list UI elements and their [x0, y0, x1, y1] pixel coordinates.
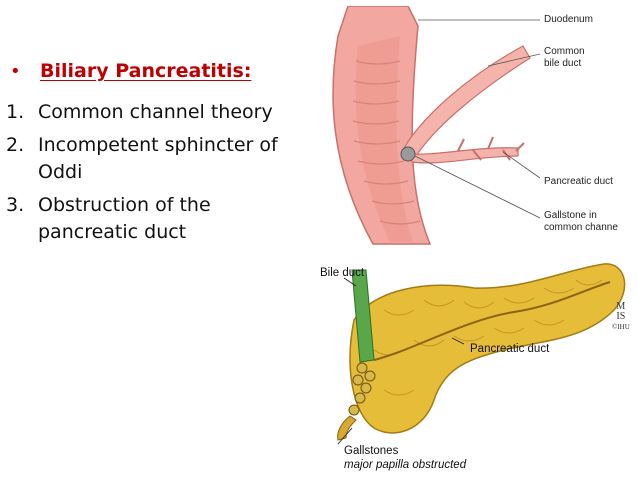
list-number: 2.	[6, 134, 25, 156]
label-duodenum: Duodenum	[544, 14, 593, 25]
list-text: Incompetent sphincter of Oddi	[38, 134, 278, 183]
leader-lines	[337, 277, 465, 445]
bile-duct-shape	[351, 269, 375, 363]
gallstone-shape	[400, 146, 416, 162]
list-item: 2. Incompetent sphincter of Oddi	[6, 132, 306, 186]
list-item: 1. Common channel theory	[6, 99, 306, 126]
slide-heading: Biliary Pancreatitis:	[40, 60, 252, 82]
pancreatic-duct-branches	[457, 136, 525, 161]
heading-row: • Biliary Pancreatitis:	[6, 58, 306, 85]
label-pancreatic-duct: Pancreatic duct	[544, 176, 613, 187]
label-pancreatic-duct: Pancreatic duct	[470, 343, 550, 355]
list-item: 3. Obstruction of the pancreatic duct	[6, 192, 306, 246]
list-number: 3.	[6, 194, 25, 216]
logo-line: M	[616, 301, 626, 312]
label-common-bile-duct-2: bile duct	[544, 58, 582, 69]
label-bile-duct: Bile duct	[320, 267, 365, 279]
common-bile-duct-shape	[403, 45, 531, 157]
list-text: Obstruction of the pancreatic duct	[38, 194, 211, 243]
label-gallstone-2: common channe	[544, 222, 618, 233]
pancreas-illustration: Bile duct Pancreatic duct Gallstones maj…	[314, 250, 638, 479]
pancreatic-duct-shape	[406, 147, 519, 164]
duodenum-drawing	[332, 6, 541, 245]
pancreatic-duct-line	[373, 281, 611, 361]
publisher-logo: M IS ©IHU	[612, 302, 630, 332]
pancreas-shape	[349, 263, 626, 434]
pancreas-drawing	[337, 263, 626, 445]
logo-line: ©IHU	[612, 323, 630, 331]
list-text: Common channel theory	[38, 101, 273, 123]
label-gallstones: Gallstones	[344, 445, 399, 457]
duodenum-folds	[352, 60, 421, 225]
label-papilla: major papilla obstructed	[344, 459, 467, 471]
gallstone-cluster	[348, 362, 376, 416]
label-common-bile-duct: Common	[544, 46, 585, 57]
logo-line: IS	[616, 311, 626, 322]
list-number: 1.	[6, 101, 25, 123]
duodenum-inner	[355, 36, 413, 242]
papilla-shape	[337, 415, 357, 441]
label-gallstone: Gallstone in	[544, 210, 597, 221]
duodenum-illustration: Duodenum Common bile duct Pancreatic duc…	[318, 6, 638, 246]
leader-lines	[414, 19, 541, 219]
bullet-glyph: •	[10, 61, 21, 82]
text-panel: • Biliary Pancreatitis: 1. Common channe…	[6, 58, 306, 252]
